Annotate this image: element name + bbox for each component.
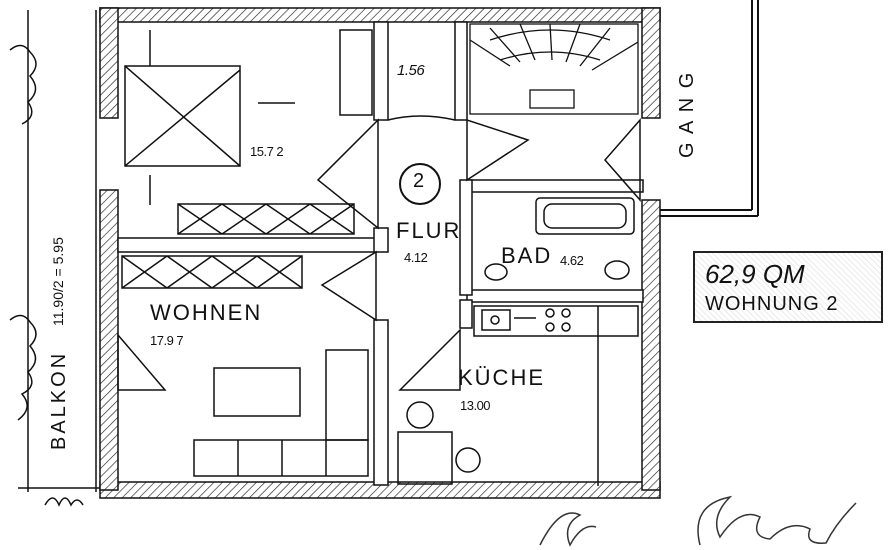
bathtub bbox=[535, 197, 635, 235]
shelving bbox=[121, 255, 303, 289]
signature bbox=[539, 495, 857, 547]
wc-area: 1.56 bbox=[397, 62, 425, 79]
kitchen-fixtures bbox=[397, 305, 639, 486]
balcony-name: BALKON bbox=[48, 350, 70, 450]
sofa bbox=[193, 439, 369, 477]
hallway-name: G A N G bbox=[676, 70, 698, 158]
balcony bbox=[9, 10, 100, 507]
kitchen-table bbox=[397, 431, 453, 485]
total-area: 62,9 QM bbox=[705, 259, 805, 289]
dresser bbox=[339, 29, 373, 116]
living-area: 17.9 7 bbox=[150, 333, 184, 348]
bath-name: BAD bbox=[501, 243, 553, 268]
toilet bbox=[604, 260, 630, 280]
wardrobe bbox=[177, 203, 355, 235]
staircase bbox=[469, 23, 639, 115]
bedroom-furniture bbox=[124, 29, 373, 235]
kitchen-name: KÜCHE bbox=[458, 365, 546, 390]
bed bbox=[124, 65, 241, 167]
washbasin bbox=[484, 263, 508, 281]
unit-marker: 2 bbox=[413, 170, 425, 192]
living-name: WOHNEN bbox=[150, 300, 263, 325]
sofa-side bbox=[325, 349, 369, 441]
bedroom-area: 15.7 2 bbox=[250, 144, 284, 159]
coffee-table bbox=[213, 367, 301, 417]
sink bbox=[481, 309, 511, 331]
chair bbox=[406, 401, 434, 429]
unit-label: WOHNUNG 2 bbox=[705, 293, 839, 315]
corridor-area: 4.12 bbox=[404, 250, 428, 265]
interior-walls bbox=[117, 21, 644, 486]
chair bbox=[455, 447, 481, 473]
unit-marker-circle bbox=[399, 163, 441, 205]
hallway-outline bbox=[660, 0, 759, 217]
counter bbox=[473, 305, 639, 337]
bath-fixtures bbox=[484, 197, 635, 281]
balcony-dims: 11.90/2 = 5.95 bbox=[50, 237, 66, 326]
corridor-name: FLUR bbox=[396, 218, 462, 243]
bath-area: 4.62 bbox=[560, 253, 584, 268]
living-furniture bbox=[121, 255, 369, 477]
kitchen-area: 13.00 bbox=[460, 398, 491, 413]
area-summary-box: 62,9 QM WOHNUNG 2 bbox=[693, 251, 883, 323]
